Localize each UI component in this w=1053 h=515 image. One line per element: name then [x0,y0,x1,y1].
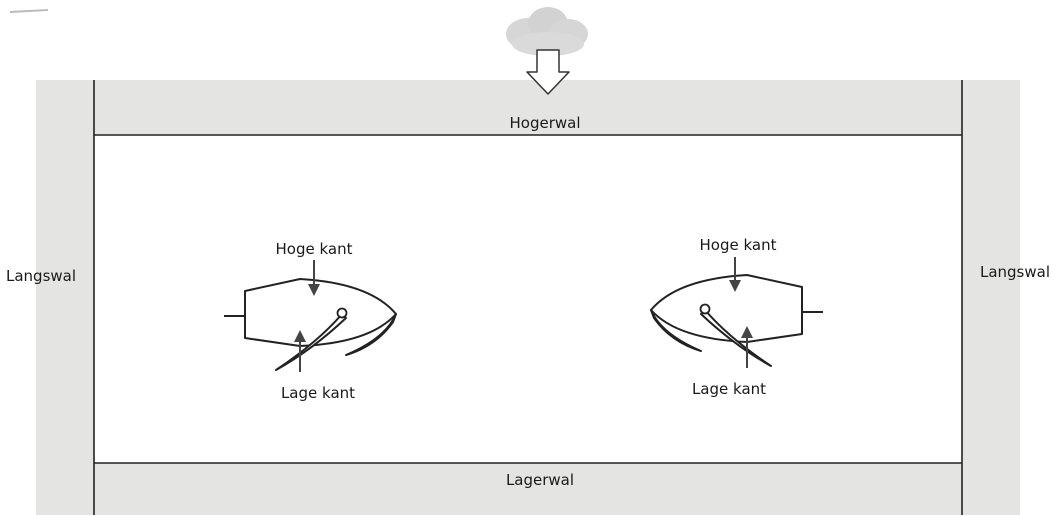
cloud-icon [506,7,588,56]
boat-right-jib [650,309,702,352]
boat-left-low-arrow [294,330,306,342]
inner-field [94,135,962,463]
corner-mark [9,9,49,13]
right-band [962,80,1020,515]
boat-right-low-label: Lage kant [692,380,766,398]
down-arrow-icon [526,49,570,95]
boat-left-jib [345,313,397,356]
top-band [36,80,1020,135]
boat-left: Hoge kant Lage kant [224,240,397,402]
boat-left-low-label: Lage kant [281,384,355,402]
boat-right-mast [699,303,711,315]
boat-right: Hoge kant Lage kant [650,236,823,398]
boat-left-high-arrow [308,284,320,296]
top-band-label: Hogerwal [509,114,580,132]
boat-left-mainsail [275,313,347,371]
left-band [36,80,94,515]
boat-left-high-label: Hoge kant [276,240,353,258]
boat-right-mainsail [700,309,772,367]
boat-right-high-arrow [729,280,741,292]
bottom-band-label: Lagerwal [506,471,574,489]
left-band-label: Langswal [6,267,76,285]
boat-right-high-label: Hoge kant [700,236,777,254]
right-band-label: Langswal [980,263,1050,281]
boat-right-low-arrow [741,326,753,338]
boat-left-mast [336,307,348,319]
bottom-band [36,463,1020,515]
